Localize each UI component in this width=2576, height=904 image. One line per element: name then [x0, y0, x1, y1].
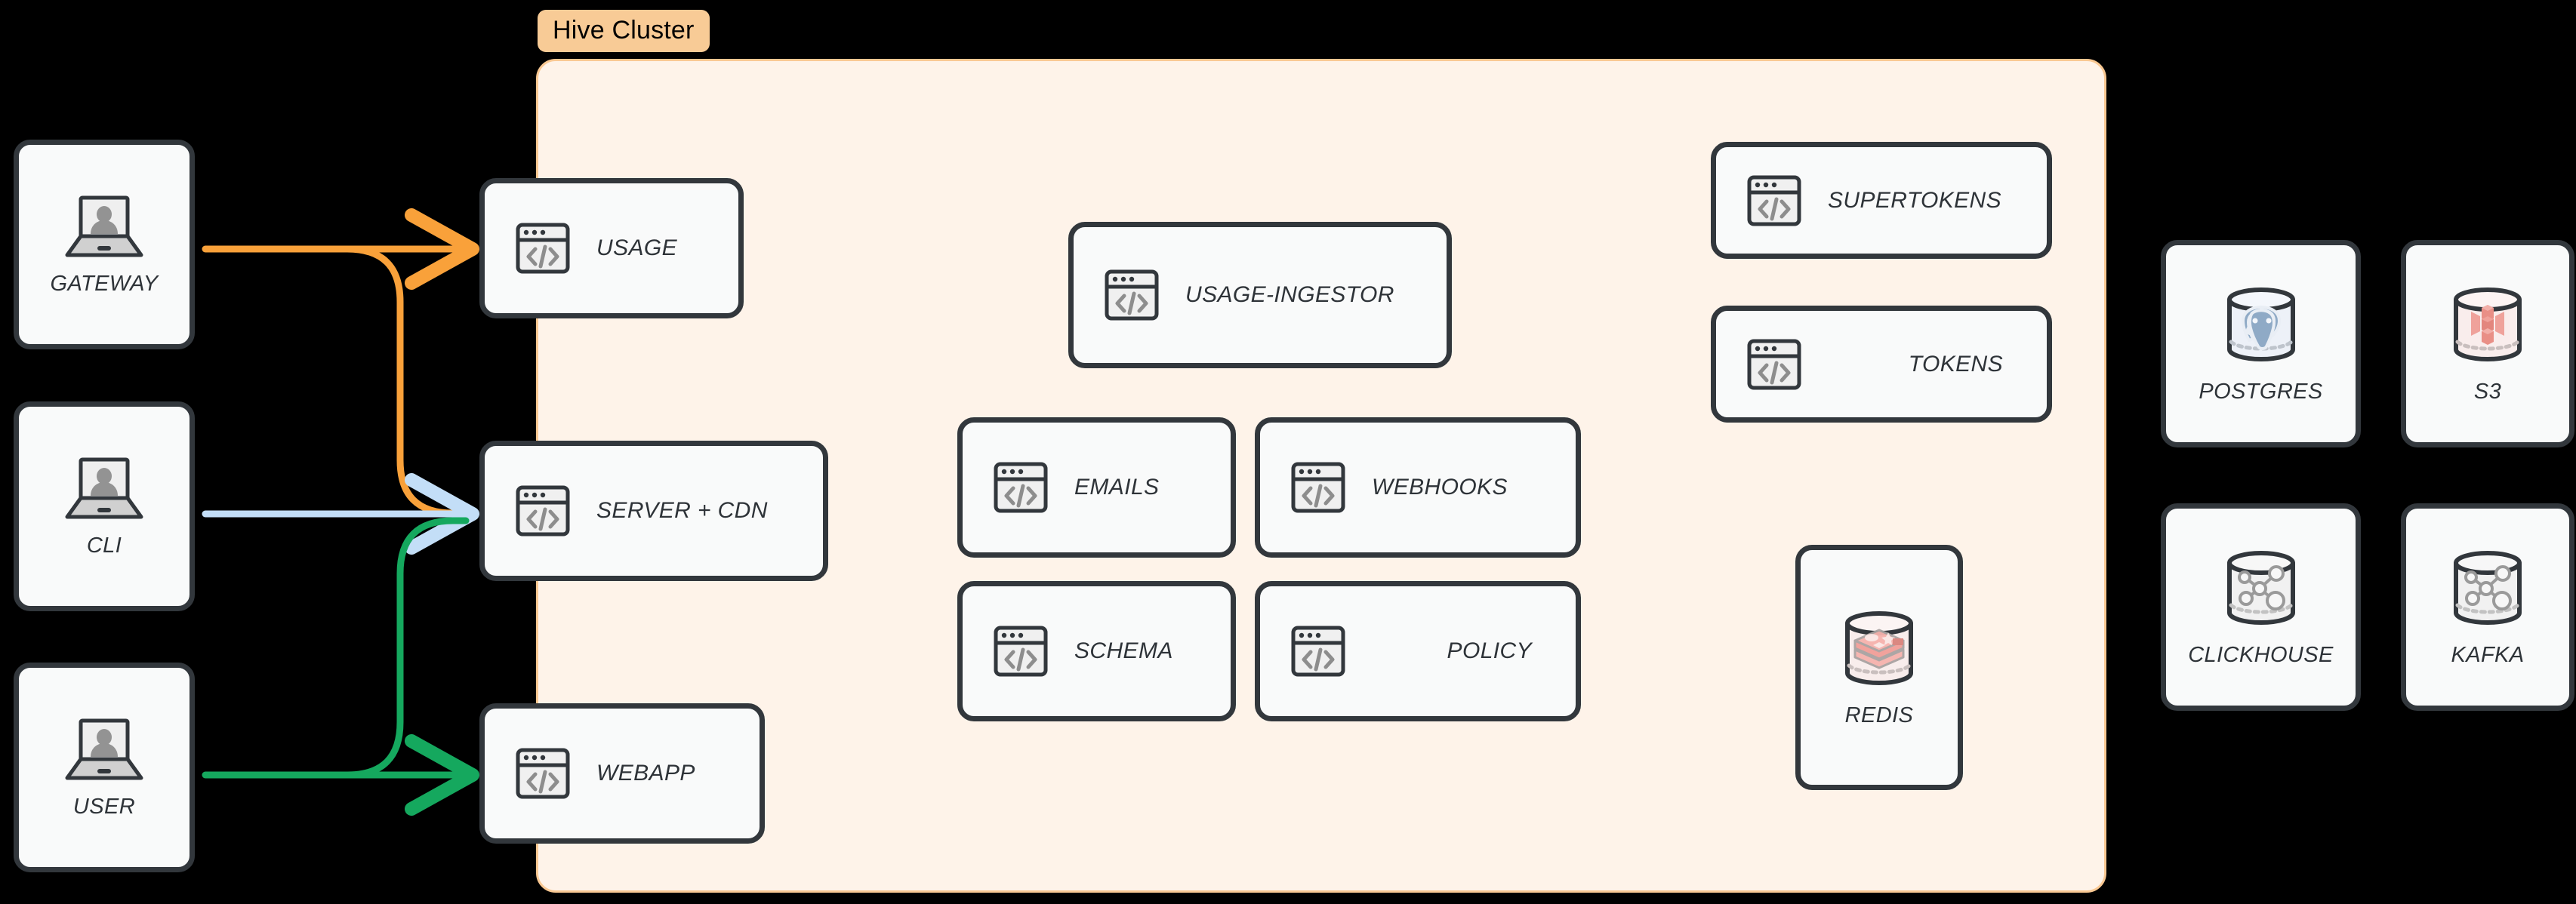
service-node-server-cdn[interactable]: SERVER + CDN: [479, 441, 828, 581]
service-label: EMAILS: [1074, 475, 1160, 500]
service-label: USAGE-INGESTOR: [1185, 282, 1394, 307]
graph-cylinder-icon: [2442, 546, 2533, 631]
code-window-icon: [515, 746, 571, 801]
graph-cylinder-icon: [2216, 546, 2306, 631]
code-window-icon: [1746, 337, 1802, 392]
client-label: USER: [72, 794, 136, 819]
store-label: CLICKHOUSE: [2188, 643, 2334, 667]
service-node-supertokens[interactable]: SUPERTOKENS: [1711, 142, 2052, 259]
client-label: GATEWAY: [50, 271, 159, 296]
service-node-emails[interactable]: EMAILS: [957, 417, 1236, 558]
hive-cluster-badge: Hive Cluster: [538, 10, 710, 52]
client-node-gateway[interactable]: GATEWAY: [14, 140, 195, 349]
service-label: WEBAPP: [596, 761, 695, 786]
service-node-usage[interactable]: USAGE: [479, 178, 744, 318]
service-node-usage-ingestor[interactable]: USAGE-INGESTOR: [1068, 222, 1452, 368]
s3-cylinder-icon: [2442, 283, 2533, 367]
code-window-icon: [1290, 623, 1346, 679]
store-node-clickhouse[interactable]: CLICKHOUSE: [2161, 503, 2361, 711]
code-window-icon: [993, 623, 1049, 679]
wire-user-to-server-cdn: [344, 517, 470, 779]
store-label: S3: [2473, 380, 2502, 404]
postgres-cylinder-icon: [2216, 283, 2306, 367]
laptop-icon: [60, 193, 149, 261]
service-label: SERVER + CDN: [596, 498, 768, 523]
laptop-icon: [60, 716, 149, 784]
service-label: POLICY: [1447, 638, 1532, 663]
store-node-s3[interactable]: S3: [2401, 240, 2574, 447]
wire-gateway-to-server-cdn: [344, 245, 470, 517]
store-node-redis[interactable]: REDIS: [1795, 545, 1963, 790]
service-node-schema[interactable]: SCHEMA: [957, 581, 1236, 721]
service-node-webhooks[interactable]: WEBHOOKS: [1255, 417, 1581, 558]
service-node-webapp[interactable]: WEBAPP: [479, 703, 765, 844]
service-node-tokens[interactable]: TOKENS: [1711, 306, 2052, 423]
code-window-icon: [1746, 173, 1802, 229]
service-label: USAGE: [596, 235, 678, 260]
store-node-postgres[interactable]: POSTGRES: [2161, 240, 2361, 447]
client-node-cli[interactable]: CLI: [14, 401, 195, 611]
code-window-icon: [515, 220, 571, 276]
code-window-icon: [1290, 460, 1346, 515]
laptop-icon: [60, 455, 149, 523]
service-label: WEBHOOKS: [1372, 475, 1508, 500]
store-node-kafka[interactable]: KAFKA: [2401, 503, 2574, 711]
code-window-icon: [515, 483, 571, 539]
store-label: KAFKA: [2451, 643, 2525, 667]
redis-cylinder-icon: [1834, 607, 1924, 691]
service-label: SCHEMA: [1074, 638, 1173, 663]
client-label: CLI: [86, 533, 122, 558]
code-window-icon: [1104, 267, 1160, 323]
service-label: TOKENS: [1908, 351, 2003, 377]
service-label: SUPERTOKENS: [1828, 187, 2002, 213]
store-label: POSTGRES: [2199, 380, 2323, 404]
store-label: REDIS: [1844, 703, 1914, 727]
code-window-icon: [993, 460, 1049, 515]
client-node-user[interactable]: USER: [14, 663, 195, 872]
service-node-policy[interactable]: POLICY: [1255, 581, 1581, 721]
